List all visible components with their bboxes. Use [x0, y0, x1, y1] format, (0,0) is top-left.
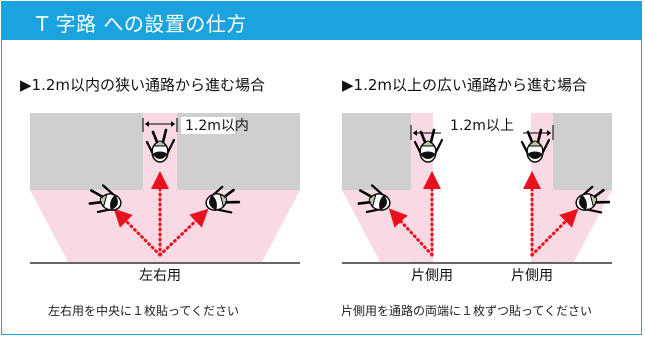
- title-bar: T 字路 への設置の仕方: [2, 2, 641, 40]
- right-right-lane: [531, 113, 553, 263]
- right-diagram: [342, 113, 613, 264]
- right-width-label: 1.2m以上: [450, 118, 514, 134]
- left-panel-heading: ▶1.2m以内の狭い通路から進む場合: [20, 76, 266, 94]
- left-wall-block-left: [30, 113, 143, 190]
- right-wall-block-left: [342, 113, 411, 190]
- right-panel-heading: ▶1.2m以上の広い通路から進む場合: [342, 76, 588, 94]
- left-arrow-right: [158, 208, 209, 257]
- left-diagram: [30, 113, 300, 264]
- right-position-label-left: 片側用: [411, 268, 453, 284]
- left-position-label: 左右用: [139, 268, 181, 284]
- left-caption: 左右用を中央に１枚貼ってください: [48, 304, 240, 318]
- right-arrow-right-side: [530, 208, 579, 257]
- guide-title: T 字路 への設置の仕方: [36, 12, 247, 36]
- right-position-label-right: 片側用: [511, 268, 553, 284]
- right-caption: 片側用を通路の両端に１枚ずつ貼ってください: [341, 304, 593, 318]
- left-width-label: 1.2m以内: [185, 118, 249, 134]
- right-arrow-left-side: [388, 208, 434, 257]
- right-wall-block-right: [553, 113, 612, 190]
- left-arrow-left: [113, 208, 162, 257]
- left-walkway-zone: [30, 190, 300, 262]
